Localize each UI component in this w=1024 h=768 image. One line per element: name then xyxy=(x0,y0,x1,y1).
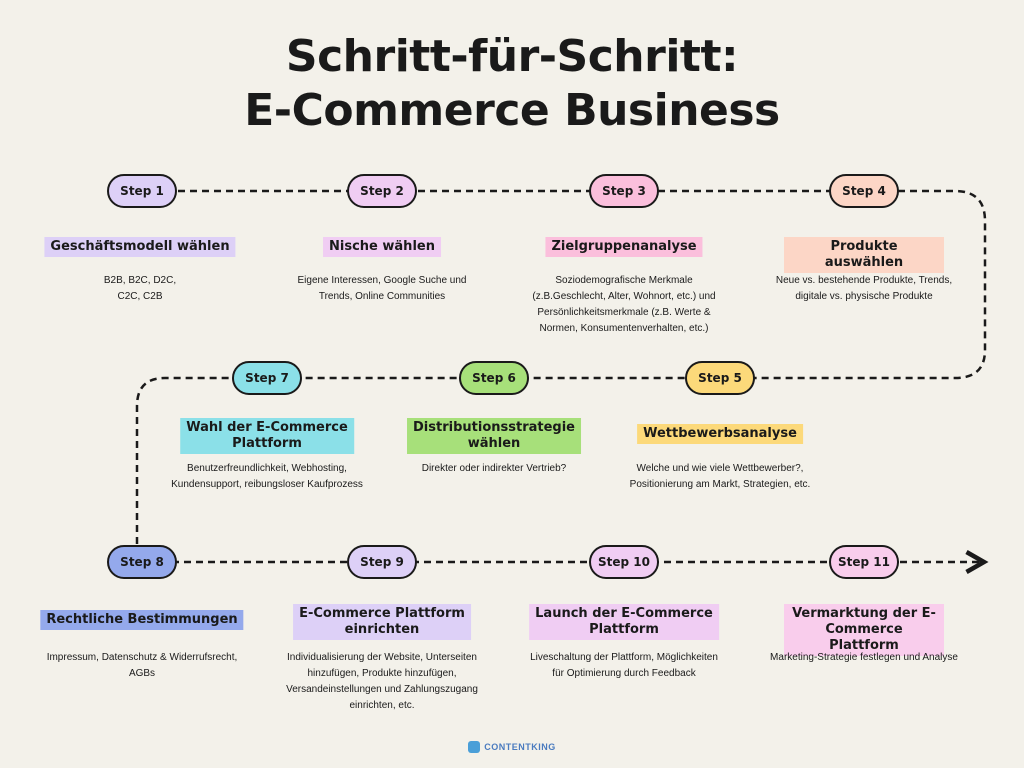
step-1-badge: Step 1 xyxy=(107,174,177,208)
brand-logo: CONTENTKING xyxy=(0,741,1024,753)
step-7-badge: Step 7 xyxy=(232,361,302,395)
step-4-badge: Step 4 xyxy=(829,174,899,208)
step-3-title: Zielgruppenanalyse xyxy=(545,237,703,257)
step-11-badge: Step 11 xyxy=(829,545,899,579)
step-7-title: Wahl der E-Commerce Plattform xyxy=(180,418,354,454)
logo-icon xyxy=(468,741,481,753)
step-3-description: Soziodemografische Merkmale (z.B.Geschle… xyxy=(532,275,716,334)
page-title: Schritt-für-Schritt: E-Commerce Business xyxy=(0,30,1024,138)
step-11-description: Marketing-Strategie festlegen und Analys… xyxy=(770,652,958,663)
step-6-title: Distributionsstrategie wählen xyxy=(407,418,581,454)
step-3-badge: Step 3 xyxy=(589,174,659,208)
step-5-description: Welche und wie viele Wettbewerber?, Posi… xyxy=(629,463,811,490)
step-9-title: E-Commerce Plattform einrichten xyxy=(293,604,471,640)
step-10-description: Liveschaltung der Plattform, Möglichkeit… xyxy=(530,652,718,679)
title-line-1: Schritt-für-Schritt: xyxy=(285,31,739,82)
step-7-description: Benutzerfreundlichkeit, Webhosting, Kund… xyxy=(171,463,363,490)
step-8-description: Impressum, Datenschutz & Widerrufsrecht,… xyxy=(46,652,238,679)
step-10-badge: Step 10 xyxy=(589,545,659,579)
step-8-title: Rechtliche Bestimmungen xyxy=(40,610,244,630)
step-10-title: Launch der E-Commerce Plattform xyxy=(529,604,719,640)
step-4-title: Produkte auswählen xyxy=(784,237,944,273)
step-2-description: Eigene Interessen, Google Suche und Tren… xyxy=(297,275,467,302)
title-line-2: E-Commerce Business xyxy=(244,85,780,136)
step-9-badge: Step 9 xyxy=(347,545,417,579)
step-1-title: Geschäftsmodell wählen xyxy=(44,237,236,257)
step-2-title: Nische wählen xyxy=(323,237,441,257)
step-1-description: B2B, B2C, D2C, C2C, C2B xyxy=(103,275,177,302)
step-5-title: Wettbewerbsanalyse xyxy=(637,424,803,444)
step-2-badge: Step 2 xyxy=(347,174,417,208)
step-11-title: Vermarktung der E- Commerce Plattform xyxy=(784,604,944,656)
step-4-description: Neue vs. bestehende Produkte, Trends, di… xyxy=(775,275,953,302)
step-8-badge: Step 8 xyxy=(107,545,177,579)
step-5-badge: Step 5 xyxy=(685,361,755,395)
logo-text: CONTENTKING xyxy=(484,742,556,752)
step-6-badge: Step 6 xyxy=(459,361,529,395)
step-9-description: Individualisierung der Website, Untersei… xyxy=(286,652,478,711)
flow-path xyxy=(135,189,987,564)
step-6-description: Direkter oder indirekter Vertrieb? xyxy=(421,463,567,474)
